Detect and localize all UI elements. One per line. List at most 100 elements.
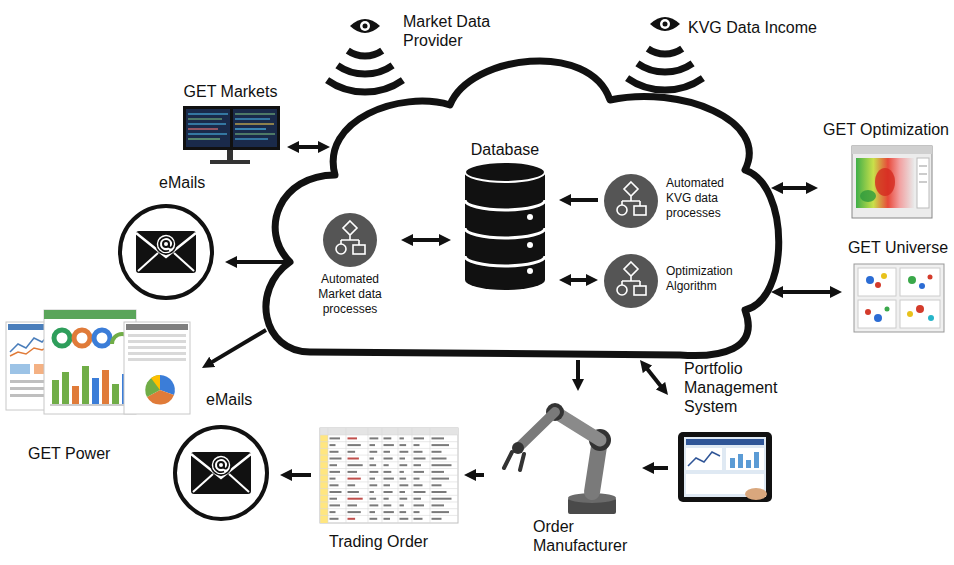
spreadsheet-image [370, 444, 376, 446]
spreadsheet-image [370, 471, 379, 473]
node-label: Database [455, 140, 555, 159]
spreadsheet-image [432, 511, 450, 513]
spreadsheet-image [414, 498, 422, 500]
spreadsheet-image [320, 428, 458, 523]
spreadsheet-image [414, 491, 426, 493]
trading-monitor [235, 118, 270, 119]
eye-signal-icon [337, 65, 392, 74]
node-label: Automated KVG data processes [666, 176, 748, 221]
email-icon [136, 231, 196, 273]
spreadsheet-image [370, 511, 376, 513]
spreadsheet-image [384, 437, 392, 439]
spreadsheet-image [348, 518, 356, 520]
dashboard-collage [145, 375, 160, 397]
process-icon [604, 174, 658, 228]
email-icon [214, 458, 228, 472]
trading-monitor [235, 133, 275, 134]
dashboard-collage [102, 370, 109, 404]
universe-screenshot [928, 315, 934, 321]
dashboard-collage [6, 310, 190, 414]
universe-screenshot [858, 268, 896, 296]
spreadsheet-image [348, 451, 356, 453]
data-source: KVG Data Income [628, 6, 833, 106]
email-node: eMails [168, 390, 276, 516]
process-icon [604, 254, 658, 308]
universe-screenshot [854, 264, 944, 332]
spreadsheet-image [414, 478, 420, 480]
flow-arrow [475, 473, 484, 477]
dashboard-collage [54, 330, 70, 346]
database-store: Database [455, 140, 555, 290]
spreadsheet-image [348, 484, 356, 486]
process-icon [634, 206, 646, 215]
spreadsheet-image [330, 498, 338, 500]
flow-arrow [236, 260, 286, 264]
spreadsheet-image [320, 461, 458, 462]
trading-monitor [183, 106, 280, 150]
optimization-screenshot [860, 190, 876, 202]
node-label: KVG Data Income [688, 18, 828, 37]
process-icon [323, 213, 377, 267]
dashboard-collage [124, 322, 190, 414]
eye-signal-icon [350, 19, 380, 33]
spreadsheet-image [414, 458, 426, 460]
trading-monitor [235, 128, 266, 129]
dashboard-collage [10, 364, 30, 374]
optimization-screenshot [856, 158, 914, 208]
spreadsheet-image [384, 498, 389, 500]
spreadsheet-image [400, 437, 404, 439]
database-cylinder [465, 200, 545, 210]
spreadsheet-image [330, 518, 339, 520]
trading-monitor [235, 113, 275, 114]
flow-arrow [647, 369, 661, 387]
spreadsheet-image [384, 518, 391, 520]
spreadsheet-image [320, 428, 458, 523]
process-icon [617, 285, 627, 295]
flow-arrow [570, 278, 587, 282]
eye-signal-icon [627, 78, 703, 90]
spreadsheet-image [414, 484, 423, 486]
optimization-screenshot [917, 158, 929, 208]
database-cylinder [465, 228, 545, 238]
spreadsheet-image [430, 428, 431, 523]
flow-arrow [782, 290, 831, 294]
dashboard-collage [128, 352, 186, 355]
process-icon [622, 182, 640, 206]
trading-monitor [227, 150, 233, 160]
flow-arrow [576, 360, 580, 380]
node-label: Market Data Provider [403, 12, 508, 50]
spreadsheet-image [414, 518, 423, 520]
spreadsheet-image [348, 464, 363, 466]
spreadsheet-image [400, 518, 409, 520]
spreadsheet-image [412, 428, 413, 523]
trading-monitor [188, 133, 227, 134]
database-cylinder [527, 214, 533, 220]
data-source: Market Data Provider [328, 6, 513, 110]
spreadsheet-image [370, 464, 377, 466]
dashboard-collage [126, 324, 188, 330]
universe-screenshot [875, 282, 881, 288]
trading-monitor [188, 128, 218, 129]
tablet-device [738, 454, 743, 468]
spreadsheet-image [320, 428, 458, 435]
node-label: eMails [159, 173, 219, 192]
eye-signal-icon [348, 51, 382, 56]
trading-monitor [188, 138, 220, 139]
universe-screenshot [907, 311, 913, 317]
flow-arrow [653, 466, 668, 470]
spreadsheet-image [346, 428, 347, 523]
spreadsheet-image [432, 518, 442, 520]
spreadsheet-image [400, 458, 406, 460]
process-icon [336, 244, 346, 254]
node-label: GET Power [28, 444, 148, 463]
spreadsheet-image [384, 491, 393, 493]
dashboard-collage [128, 334, 186, 337]
spreadsheet-image [330, 478, 336, 480]
dashboard-collage [128, 346, 186, 349]
spreadsheet-image [348, 471, 358, 473]
trading-order-sheet: Trading Order [315, 428, 460, 560]
process-node: Automated KVG data processes [602, 172, 752, 230]
spreadsheet-image [370, 451, 378, 453]
